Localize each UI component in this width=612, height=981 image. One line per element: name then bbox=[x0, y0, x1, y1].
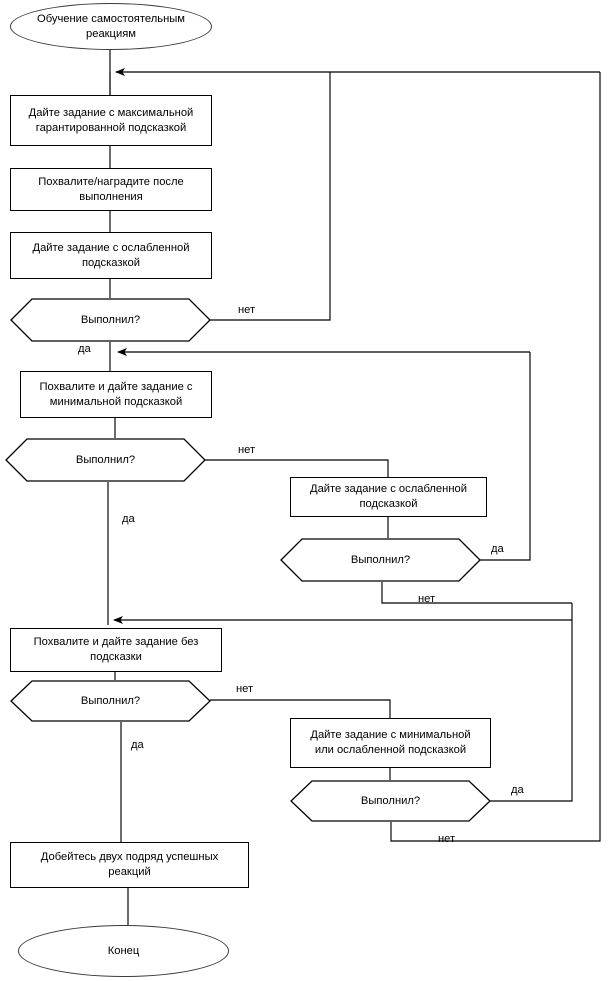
node-process-min-or-reduced-prompt[interactable]: Дайте задание с минимальной или ослаблен… bbox=[290, 718, 491, 768]
edge-d2-no bbox=[205, 459, 389, 477]
edge-label-d2-no: нет bbox=[238, 444, 256, 456]
edge-label-d1-no: нет bbox=[238, 304, 256, 316]
node-decision-1[interactable]: Выполнил? bbox=[10, 298, 211, 342]
node-process-praise-reward-label: Похвалите/наградите после выполнения bbox=[38, 175, 184, 203]
edge-label-d2-yes: да bbox=[122, 513, 135, 525]
node-process-reduced-prompt-2[interactable]: Дайте задание с ослабленной подсказкой bbox=[290, 477, 487, 517]
node-end[interactable]: Конец bbox=[18, 925, 229, 977]
node-process-min-or-reduced-prompt-label: Дайте задание с минимальной или ослаблен… bbox=[310, 729, 471, 756]
node-decision-5-label: Выполнил? bbox=[360, 794, 421, 807]
edge-label-d5-yes: да bbox=[511, 784, 524, 796]
edge-label-d4-no: нет bbox=[236, 683, 254, 695]
edge-d4-no bbox=[210, 699, 391, 718]
node-process-praise-min-prompt-label: Похвалите и дайте задание с минимальной … bbox=[39, 380, 193, 408]
node-process-reduced-prompt-2-label: Дайте задание с ослабленной подсказкой bbox=[310, 483, 467, 510]
node-start-label: Обучение самостоятельным реакциям bbox=[37, 12, 185, 40]
node-process-praise-no-prompt-label: Похвалите и дайте задание без подсказки bbox=[33, 636, 199, 663]
node-decision-2[interactable]: Выполнил? bbox=[5, 438, 206, 482]
node-process-two-successes[interactable]: Добейтесь двух подряд успешных реакций bbox=[10, 842, 249, 888]
node-process-reduced-prompt-1[interactable]: Дайте задание с ослабленной подсказкой bbox=[10, 232, 212, 279]
node-end-label: Конец bbox=[107, 944, 140, 957]
node-decision-3[interactable]: Выполнил? bbox=[280, 538, 481, 582]
node-decision-1-label: Выполнил? bbox=[80, 313, 141, 326]
node-process-praise-reward[interactable]: Похвалите/наградите после выполнения bbox=[10, 168, 212, 211]
edge-d3-no bbox=[381, 582, 572, 604]
edge-d1-no bbox=[210, 72, 331, 321]
edge-label-d1-yes: да bbox=[78, 343, 91, 355]
edge-d5-yes bbox=[490, 620, 573, 802]
node-process-praise-min-prompt[interactable]: Похвалите и дайте задание с минимальной … bbox=[20, 371, 212, 418]
node-decision-4-label: Выполнил? bbox=[80, 694, 141, 707]
node-process-max-prompt-label: Дайте задание с максимальной гарантирова… bbox=[28, 106, 194, 134]
node-start[interactable]: Обучение самостоятельным реакциям bbox=[10, 3, 212, 50]
node-process-praise-no-prompt[interactable]: Похвалите и дайте задание без подсказки bbox=[10, 628, 222, 672]
edge-label-d3-no: нет bbox=[418, 593, 436, 605]
edge-label-d4-yes: да bbox=[131, 739, 144, 751]
node-decision-5[interactable]: Выполнил? bbox=[290, 780, 491, 822]
node-decision-4[interactable]: Выполнил? bbox=[10, 680, 211, 722]
edge-label-d3-yes: да bbox=[491, 543, 504, 555]
node-process-max-prompt[interactable]: Дайте задание с максимальной гарантирова… bbox=[10, 95, 212, 146]
node-decision-3-label: Выполнил? bbox=[350, 553, 411, 566]
edge-label-d5-no: нет bbox=[438, 833, 456, 845]
node-decision-2-label: Выполнил? bbox=[75, 453, 136, 466]
node-process-reduced-prompt-1-label: Дайте задание с ослабленной подсказкой bbox=[32, 241, 190, 269]
edge-d3-yes bbox=[480, 352, 531, 561]
node-process-two-successes-label: Добейтесь двух подряд успешных реакций bbox=[40, 851, 219, 878]
